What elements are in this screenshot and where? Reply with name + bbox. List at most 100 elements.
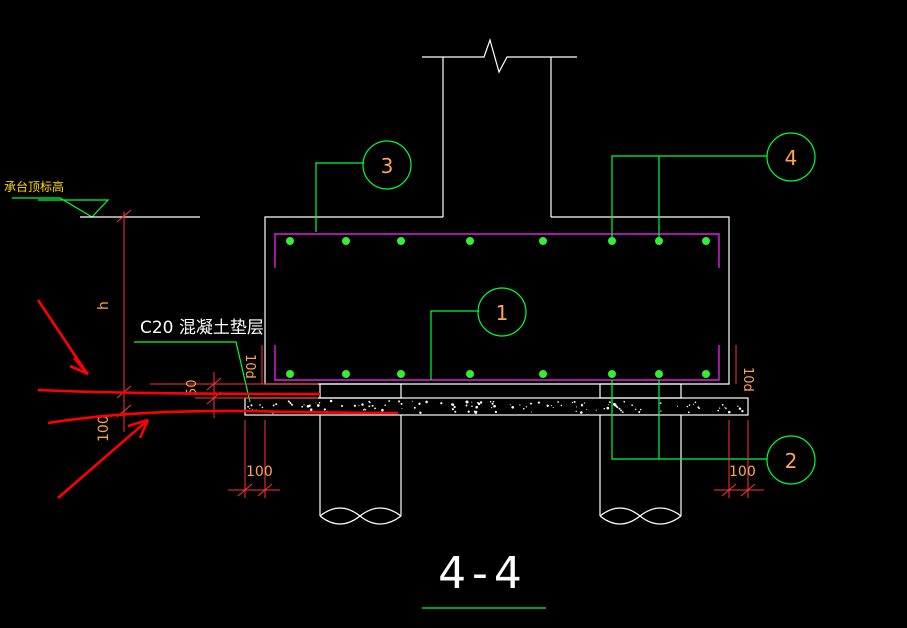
cushion-speckle [694, 401, 697, 404]
callout-2: 2 [766, 435, 816, 485]
cushion-speckle [639, 408, 642, 411]
svg-text:3: 3 [381, 154, 394, 178]
cushion-speckle [575, 410, 577, 413]
cushion-speckle [489, 400, 492, 403]
cushion-speckle [361, 403, 364, 406]
dim-50: 50 [150, 372, 318, 418]
svg-text:2: 2 [785, 449, 798, 473]
cushion-speckle [659, 402, 662, 404]
pile-cap-outline [264, 216, 730, 385]
cushion-speckle [374, 407, 376, 410]
cushion-speckle [595, 409, 597, 411]
svg-text:h: h [96, 301, 112, 310]
rebar-dot-top [286, 237, 294, 245]
dim-10d-left: 10d [242, 345, 263, 384]
svg-text:4-4: 4-4 [438, 548, 528, 599]
cushion-speckle [476, 410, 478, 412]
cushion-speckle [583, 402, 586, 404]
cushion-speckle [509, 404, 511, 406]
cushion-speckle [471, 401, 473, 403]
cushion-speckle [261, 406, 264, 409]
cushion-speckle [474, 411, 478, 414]
cushion-speckle [620, 409, 623, 412]
cushion-speckle [471, 405, 473, 408]
cushion-speckle [467, 410, 470, 413]
cushion-speckle [580, 404, 584, 407]
cushion-layer [244, 397, 749, 416]
cushion-speckle [606, 406, 610, 410]
rebar-dot-bottom [397, 370, 405, 378]
cushion-speckle [717, 409, 720, 412]
cushion-speckle [728, 410, 731, 414]
cushion-speckle [494, 405, 496, 408]
cushion-speckle [631, 404, 633, 407]
svg-text:承台顶标高: 承台顶标高 [4, 179, 64, 194]
rebar-dot-top [397, 237, 405, 245]
rebar-bars [286, 237, 710, 378]
cushion-speckle [616, 406, 619, 409]
cushion-speckle [725, 407, 727, 410]
cushion-speckle [419, 411, 422, 414]
dim-10d-right: 10d [735, 345, 755, 392]
rebar-cage [274, 233, 720, 381]
cushion-speckle [475, 405, 479, 409]
cushion-speckle [368, 405, 371, 408]
cushion-speckle [384, 404, 386, 406]
cushion-speckle [603, 407, 606, 410]
cushion-speckle [323, 408, 326, 411]
cushion-speckle [364, 408, 366, 410]
rebar-dot-top [342, 237, 350, 245]
dim-100-right: 100 [714, 420, 764, 498]
callout-leaders [315, 155, 767, 460]
cushion-speckle [291, 404, 293, 406]
cushion-speckle [613, 403, 617, 407]
cushion-speckle [453, 405, 456, 409]
cushion-speckle [413, 406, 416, 409]
svg-text:4: 4 [785, 146, 798, 170]
cushion-speckle [425, 400, 428, 404]
callout-3: 3 [362, 140, 412, 190]
cushion-speckle [537, 401, 541, 404]
cushion-speckle [621, 411, 624, 413]
cushion-speckle [491, 402, 494, 405]
rebar-dot-top [466, 237, 474, 245]
cushion-label: C20 混凝土垫层 [134, 318, 264, 403]
cushion-speckle [400, 402, 403, 405]
cushion-speckle [519, 404, 521, 406]
cushion-speckle [618, 407, 621, 410]
cushion-speckle [737, 405, 739, 408]
cushion-speckle [552, 406, 554, 409]
callout-1: 1 [477, 287, 527, 337]
rebar-dot-bottom [342, 370, 350, 378]
cushion-speckle [388, 400, 391, 402]
cushion-speckle [288, 401, 290, 403]
cushion-speckle [247, 405, 250, 408]
rebar-dot-top [655, 237, 663, 245]
svg-text:1: 1 [496, 301, 509, 325]
cushion-speckle [724, 406, 726, 408]
cushion-speckle [571, 401, 574, 404]
cushion-speckle [364, 409, 367, 411]
cushion-speckle [573, 400, 576, 403]
cushion-speckle [698, 407, 700, 410]
rebar-dot-top [608, 237, 616, 245]
svg-text:100: 100 [96, 415, 112, 442]
cushion-speckle [451, 408, 454, 411]
cushion-speckle [353, 404, 357, 407]
cushion-speckle [676, 405, 678, 407]
rebar-dot-top [539, 237, 547, 245]
rebar-dot-bottom [702, 370, 710, 378]
cushion-speckle [635, 408, 637, 410]
pile-left [319, 415, 402, 525]
cushion-speckle [316, 404, 320, 407]
cushion-speckle [477, 402, 481, 406]
cushion-speckle [309, 408, 313, 411]
cushion-speckle [638, 411, 641, 413]
cushion-speckle [687, 411, 690, 414]
cushion-speckle [290, 402, 292, 405]
cushion-speckle [401, 407, 403, 409]
cushion-speckle [557, 401, 559, 403]
cushion-speckle [607, 404, 609, 406]
cushion-speckle [525, 406, 528, 408]
